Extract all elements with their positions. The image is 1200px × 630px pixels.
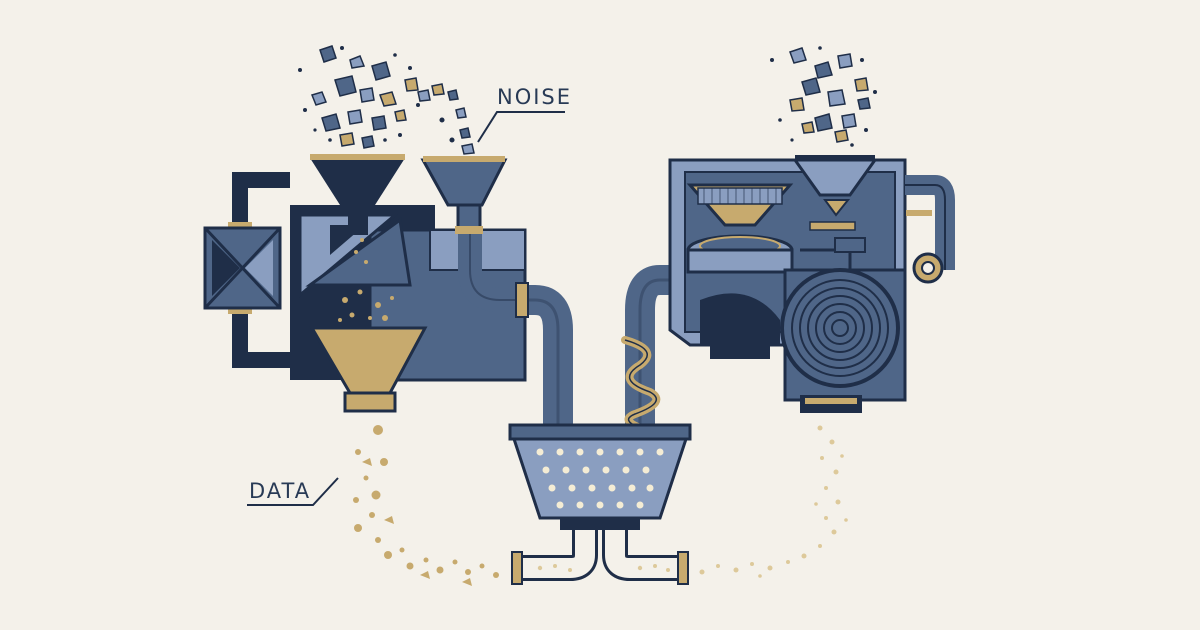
noise-leader-line (477, 111, 565, 143)
left-machine (203, 154, 527, 413)
drum (780, 268, 907, 413)
center-strainer (508, 265, 700, 585)
noise-dust-right (770, 46, 877, 147)
right-machine (668, 155, 955, 413)
noise-stream-arc (417, 83, 475, 155)
data-stream-left (353, 425, 499, 586)
noise-intake-funnel-left (310, 154, 405, 235)
data-leader-line (247, 477, 339, 506)
data-label: DATA (249, 479, 312, 503)
noise-particles-right (789, 47, 871, 143)
noise-dust-left (298, 46, 420, 142)
strainer-holes (536, 448, 664, 509)
noise-intake-funnel-right (420, 156, 508, 234)
data-output-funnel (309, 238, 428, 413)
gearbox (203, 226, 282, 310)
noise-label: NOISE (497, 85, 573, 109)
data-stream-right (699, 425, 848, 578)
noise-particles-left (310, 45, 419, 149)
